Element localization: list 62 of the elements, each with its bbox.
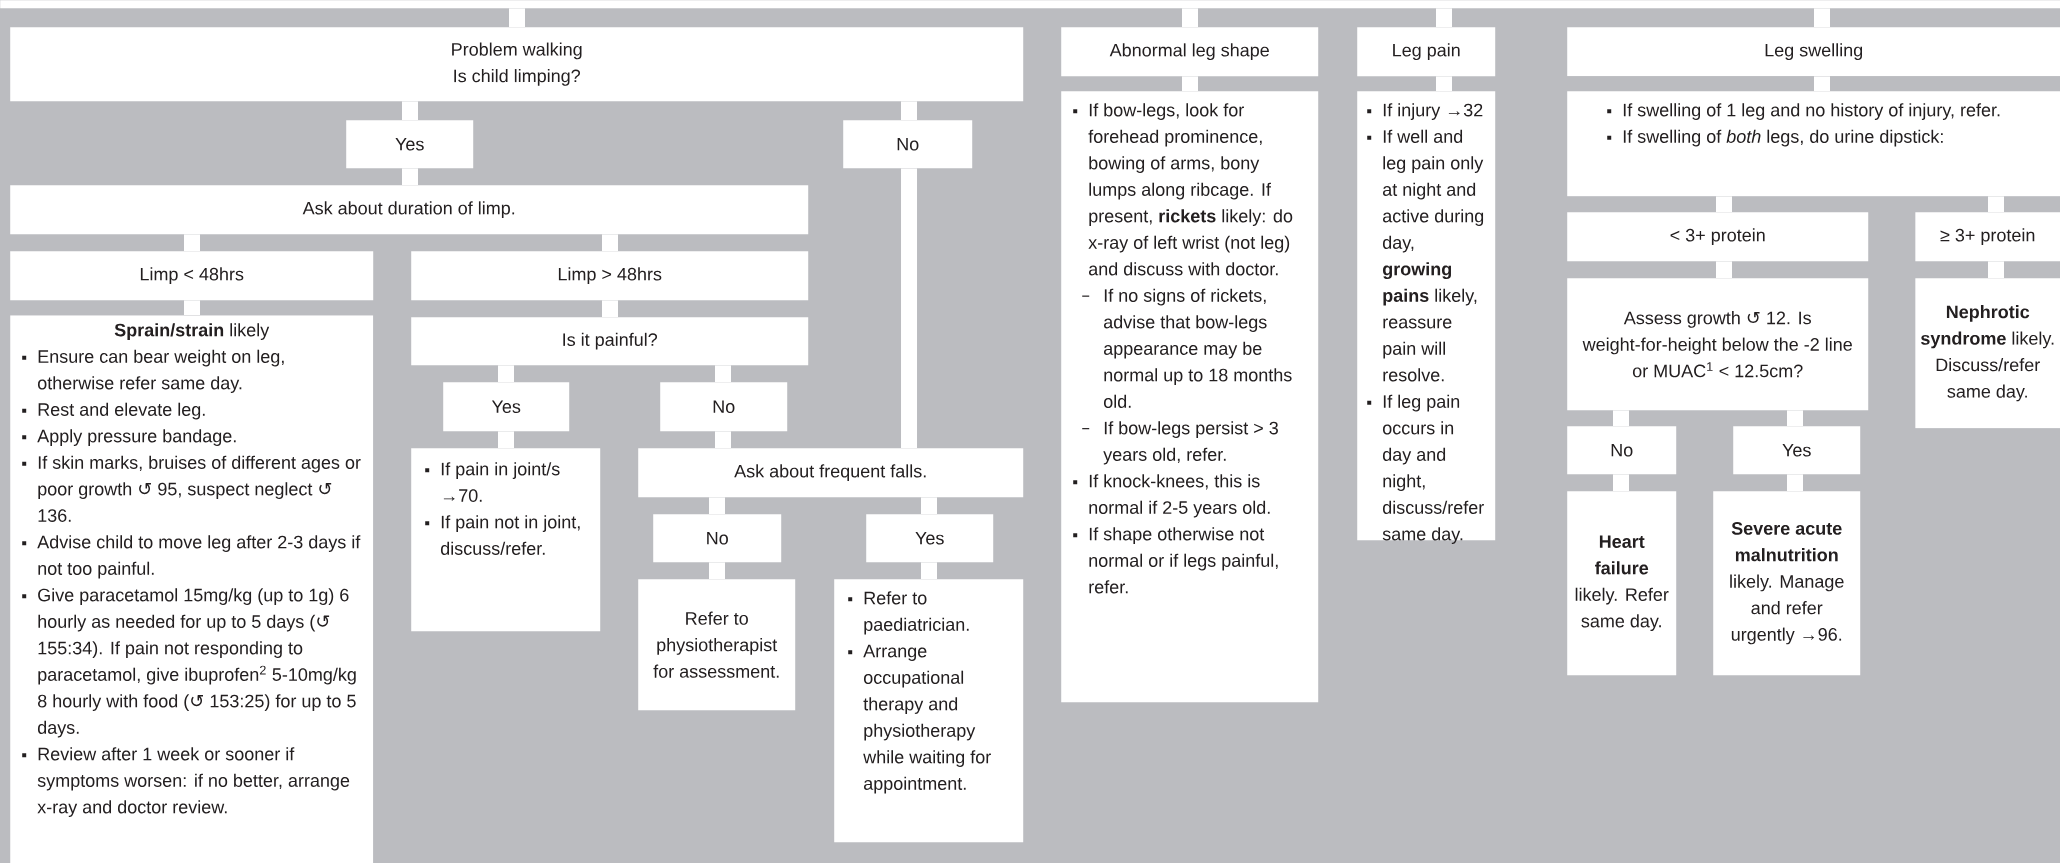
connector [715, 365, 731, 382]
advice-box: Sprain/strain likely Ensure can bear weight on leg, otherwise refer same day. Rest and elevate leg. Apply pressure bandage. If skin marks, bruises of different ages or poor growth ↺ 95, suspect neglect ↺ 136. Advise child to move leg after 2-3 days if not too painful. Give paracetamol 15mg/kg (up to 1g) 6 hourly as needed for up to 5 days (↺ 155:34). If pain not responding to paracetamol, give ibuprofen$^{2}$ 5-10mg/kg 8 hourly with food (↺ 153:25) for up to 5 days. Review after 1 week or sooner if symptoms worsen: if no better, arrange x-ray and doctor review. [10, 315, 374, 863]
connector [1182, 76, 1198, 91]
option-box: Limp > 48hrs [411, 251, 809, 301]
connector [1787, 410, 1803, 426]
connector [1814, 8, 1830, 27]
option-box: < 3+ protein [1567, 212, 1869, 262]
option-box: Yes [866, 514, 994, 563]
question-box: Ask about duration of limp. [10, 185, 809, 235]
connector [509, 8, 525, 27]
connector [709, 497, 725, 514]
option-box: Yes [443, 382, 570, 432]
connector [1613, 410, 1629, 426]
heading-box: Leg swelling [1567, 27, 2060, 77]
option-box: No [653, 514, 782, 563]
advice-box: Refer to paediatrician. Arrange occupational therapy and physiotherapy while waiting for appointment. [834, 579, 1024, 843]
heading-box: Abnormal leg shape [1061, 27, 1319, 77]
option-box: ≥ 3+ protein [1915, 212, 2060, 262]
connector [498, 431, 514, 448]
advice-box: Heart failure likely. Refer same day. [1567, 491, 1677, 676]
option-box: Yes [346, 120, 474, 169]
connector [901, 168, 917, 448]
heading-box: Leg pain [1357, 27, 1496, 77]
connector [1814, 76, 1830, 91]
question-box: Assess growth ↺ 12. Is weight-for-height below the -2 line or MUAC$^{1}$ < 12.5cm? [1567, 278, 1869, 411]
question-box: Problem walking Is child limping? [10, 27, 1024, 102]
advice-box: If pain in joint/s →70. If pain not in joint, discuss/refer. [411, 448, 601, 632]
advice-box: Severe acute malnutrition likely. Manage and refer urgently →96. [1713, 491, 1861, 676]
connector [602, 234, 618, 251]
question-box: Is it painful? [411, 317, 809, 366]
question-box: Ask about frequent falls. [638, 448, 1024, 498]
connector [715, 431, 731, 448]
connector [901, 101, 917, 120]
connector [602, 300, 618, 317]
connector [921, 562, 937, 579]
connector [1988, 196, 2004, 212]
connector [709, 562, 725, 579]
connector [1988, 261, 2004, 278]
connector [1613, 474, 1629, 491]
connector [1716, 261, 1732, 278]
connector [1182, 8, 1198, 27]
connector [1436, 76, 1452, 91]
option-box: Limp < 48hrs [10, 251, 374, 301]
connector [1436, 8, 1452, 27]
advice-box: If bow-legs, look for forehead prominence, bowing of arms, bony lumps along ribcage. If present, rickets likely: do x-ray of left wrist (not leg) and discuss with doctor. If no signs of rickets, advise that bow-legs appearance may be normal up to 18 months old. If bow-legs persist > 3 years old, refer. If knock-knees, this is normal if 2-5 years old. If shape otherwise not normal or if legs painful, refer. [1061, 91, 1319, 703]
option-box: Yes [1733, 426, 1861, 475]
option-box: No [843, 120, 973, 169]
option-box: No [660, 382, 788, 432]
connector [184, 234, 200, 251]
connector [184, 300, 200, 315]
connector [402, 101, 418, 120]
connector [921, 497, 937, 514]
advice-box: Refer to physiotherapist for assessment. [638, 579, 796, 711]
advice-box: If injury →32 If well and leg pain only at night and active during day, growing pains likely, reassure pain will resolve. If leg pain occurs in day and night, discuss/refer same day. [1357, 91, 1496, 544]
connector [1787, 474, 1803, 491]
option-box: No [1567, 426, 1677, 475]
top-bar [0, 0, 2060, 9]
connector [498, 365, 514, 382]
connector [402, 168, 418, 185]
advice-box: Nephrotic syndrome likely. Discuss/refer same day. [1915, 278, 2060, 429]
advice-box: If swelling of 1 leg and no history of injury, refer. If swelling of both legs, do urine dipstick: [1567, 91, 2060, 197]
connector [1716, 196, 1732, 212]
